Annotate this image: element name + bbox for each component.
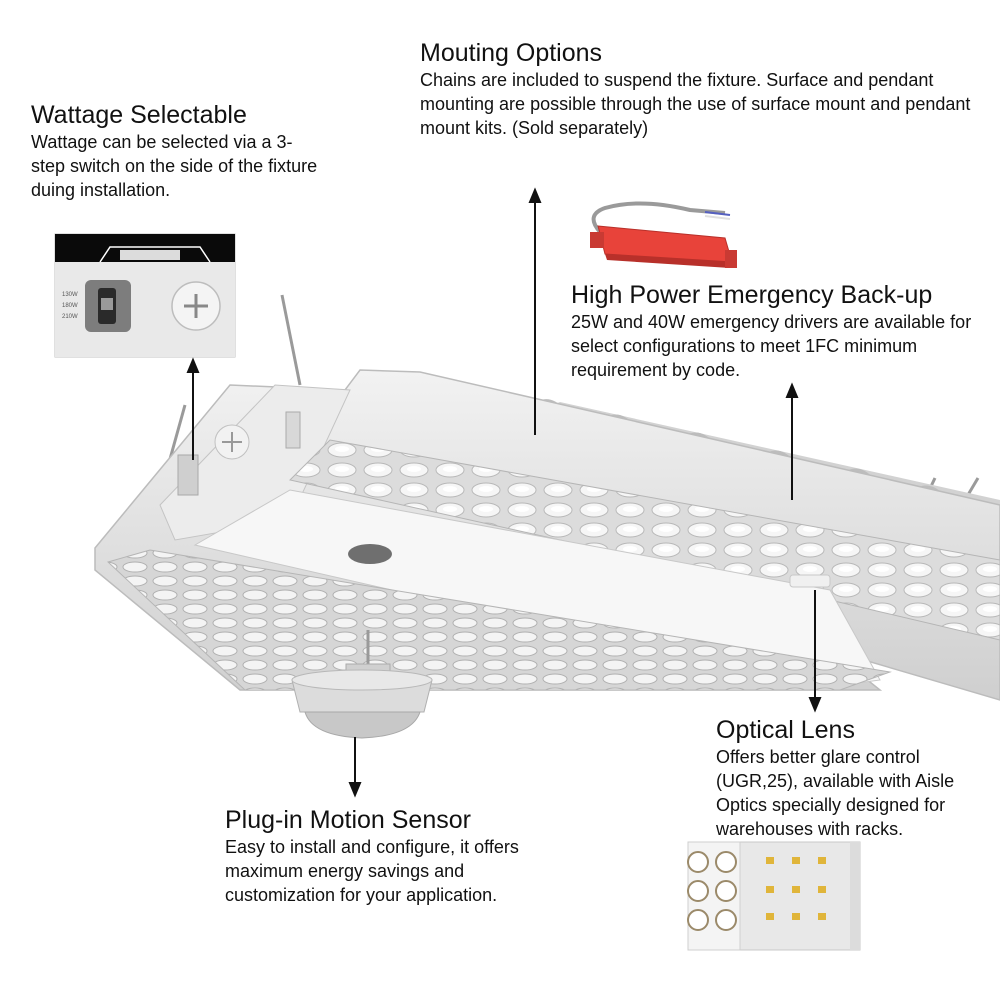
emergency-driver-image [590, 201, 737, 268]
sensor-description: Easy to install and configure, it offers… [225, 837, 519, 905]
sensor-title: Plug-in Motion Sensor [225, 806, 471, 834]
switch-label-180w: 180W [62, 303, 78, 309]
optical-title: Optical Lens [716, 716, 855, 744]
optical-lens-inset [687, 841, 861, 951]
optical-callout: Optical Lens Offers better glare control… [716, 715, 986, 841]
emergency-callout: High Power Emergency Back-up 25W and 40W… [571, 280, 996, 382]
mounting-callout: Mouting Options Chains are included to s… [420, 38, 980, 140]
wattage-callout: Wattage Selectable Wattage can be select… [31, 100, 321, 202]
callout-arrows [186, 187, 822, 798]
wattage-description: Wattage can be selected via a 3-step swi… [31, 132, 318, 200]
mounting-description: Chains are included to suspend the fixtu… [420, 70, 971, 138]
switch-label-210w: 210W [62, 314, 78, 320]
emergency-description: 25W and 40W emergency drivers are availa… [571, 312, 972, 380]
wattage-title: Wattage Selectable [31, 101, 247, 129]
wattage-switch-inset: 130W 180W 210W [54, 233, 236, 358]
sensor-callout: Plug-in Motion Sensor Easy to install an… [225, 805, 560, 907]
emergency-title: High Power Emergency Back-up [571, 281, 933, 309]
switch-label-130w: 130W [62, 292, 78, 298]
optical-description: Offers better glare control (UGR,25), av… [716, 747, 955, 839]
high-bay-fixture [94, 294, 1000, 701]
mounting-title: Mouting Options [420, 39, 603, 67]
motion-sensor-image [291, 630, 433, 739]
